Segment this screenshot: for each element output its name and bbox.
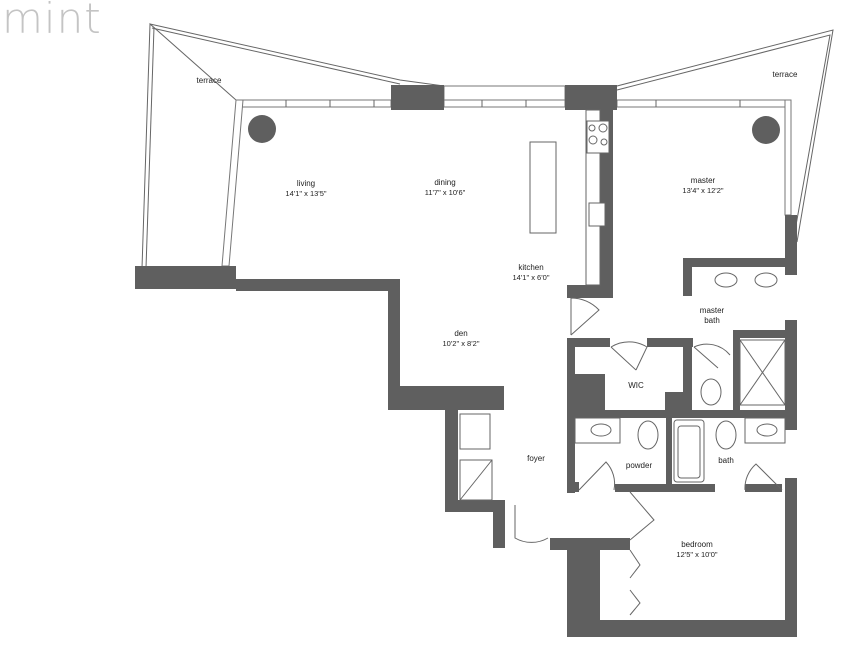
room-dims: 14'1" x 13'5": [285, 189, 327, 198]
room-dims: 10'2" x 8'2": [442, 339, 480, 348]
room-label-powder: powder: [626, 461, 652, 471]
room-dims: 14'1" x 6'0": [512, 273, 550, 282]
room-name: master: [699, 306, 725, 315]
room-name-2: bath: [704, 316, 720, 325]
bath-fixtures: [459, 272, 786, 501]
room-label-terrace-left: terrace: [197, 76, 222, 86]
room-label-wic: WIC: [628, 381, 644, 391]
room-dims: 11'7" x 10'6": [424, 188, 466, 197]
window-wall-left: [221, 99, 244, 267]
terrace-left-outline: [141, 22, 445, 269]
room-label-foyer: foyer: [527, 454, 545, 464]
room-dims: 13'4" x 12'2": [682, 186, 724, 195]
room-dims: 12'5" x 10'0": [676, 550, 718, 559]
doors: [514, 297, 783, 616]
room-name: foyer: [527, 454, 545, 463]
terrace-right-outline: [616, 29, 834, 243]
room-label-bath: bath: [718, 456, 734, 466]
room-label-terrace-right: terrace: [773, 70, 798, 80]
room-name: kitchen: [518, 263, 544, 272]
column: [752, 116, 780, 144]
room-name: den: [454, 329, 468, 338]
room-name: terrace: [772, 70, 798, 79]
mint-logo: mint: [2, 0, 102, 43]
room-name: master: [690, 176, 716, 185]
walls: [135, 85, 797, 637]
room-name: dining: [434, 178, 456, 187]
room-name: bath: [718, 456, 734, 465]
window-wall-top: [235, 85, 786, 108]
room-name: bedroom: [681, 540, 713, 549]
kitchen-fixtures: [529, 109, 610, 286]
room-name: terrace: [196, 76, 222, 85]
room-name: WIC: [628, 381, 644, 390]
column: [248, 115, 276, 143]
room-name: powder: [625, 461, 653, 470]
room-name: living: [296, 179, 316, 188]
window-wall-right: [784, 99, 792, 216]
